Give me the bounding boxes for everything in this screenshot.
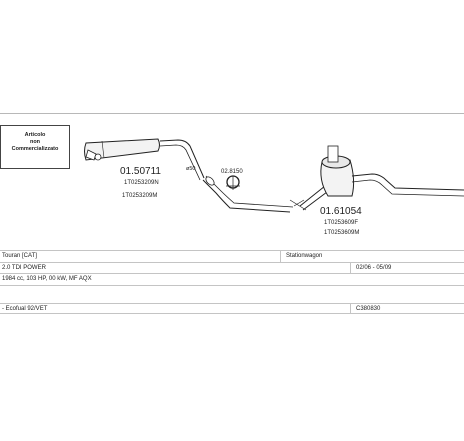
pipe-diameter-label: ø50: [186, 166, 195, 172]
vehicle-model: Touran [CAT]: [2, 253, 37, 259]
part-code: 1T0253609M: [324, 230, 359, 236]
note-line: Commercializzato: [11, 146, 59, 152]
part-code: 1T0253209M: [122, 193, 157, 199]
pipe-joint-marker: [289, 199, 307, 211]
engine-specs: 1984 cc, 103 HP, 00 kW, MF AQX: [2, 276, 92, 282]
production-years: 02/06 - 05/09: [356, 264, 392, 271]
table-row: Touran [CAT] Stationwagon: [0, 250, 464, 262]
middle-silencer-seam: [101, 140, 105, 159]
tail-pipe-edge: [351, 179, 464, 197]
rear-silencer-flange: [327, 145, 339, 163]
rear-silencer-inlet: [299, 185, 328, 211]
middle-silencer-body: [84, 138, 160, 161]
exhaust-system-diagram: 01.50711 1T0253209N 1T0253209M 01.61054 …: [84, 138, 464, 236]
emission-standard: - Ecofual 92/VET: [2, 305, 48, 312]
engine-version: 2.0 TDI POWER: [2, 264, 46, 271]
part-code: 1T0253609F: [324, 220, 358, 226]
catalog-code: C380830: [356, 305, 381, 312]
note-line: Articolo: [24, 132, 46, 138]
part-number-rear-silencer: 01.61054: [320, 206, 362, 217]
middle-silencer-outlet: [85, 149, 97, 161]
column-divider: [350, 303, 351, 313]
column-divider: [280, 251, 281, 262]
connector-pipe-edge: [205, 175, 294, 208]
part-code: 1T0253209N: [124, 180, 159, 186]
outlet-end: [94, 153, 102, 161]
note-line: non: [29, 139, 41, 145]
front-pipe-edge: [159, 144, 201, 181]
body-type: Stationwagon: [286, 253, 323, 259]
table-row: - Ecofual 92/VET C380830: [0, 302, 464, 314]
table-row: [0, 284, 464, 303]
pipe-joint-marker: [293, 199, 305, 207]
pipe-sleeve: [205, 176, 215, 186]
table-row: 1984 cc, 103 HP, 00 kW, MF AQX: [0, 273, 464, 285]
column-divider: [350, 262, 351, 273]
tail-pipe: [351, 173, 464, 191]
rear-silencer-body: [320, 159, 355, 197]
front-pipe: [159, 139, 205, 179]
top-divider: [0, 113, 464, 114]
connector-pipe: [202, 179, 291, 213]
vehicle-info-table: Touran [CAT] Stationwagon 2.0 TDI POWER …: [0, 250, 464, 314]
not-commercialized-note: Articolo non Commercializzato: [0, 125, 70, 169]
part-number-clamp: 02.8150: [221, 169, 243, 175]
part-number-middle-silencer: 01.50711: [120, 166, 161, 177]
clamp-bolt: [226, 176, 240, 190]
table-row: 2.0 TDI POWER 02/06 - 05/09: [0, 261, 464, 273]
